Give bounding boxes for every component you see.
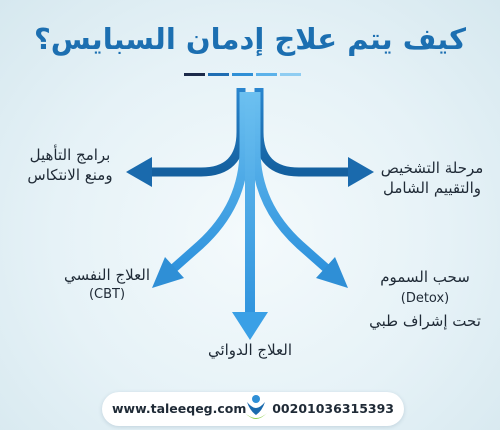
- diagnosis-line2: والتقييم الشامل: [383, 179, 481, 197]
- branch-label-diagnosis: مرحلة التشخيص والتقييم الشامل: [372, 158, 492, 198]
- detox-sub: (Detox): [400, 291, 450, 306]
- psych-line1: العلاج النفسي: [63, 266, 151, 284]
- website-link[interactable]: www.taleeqeg.com: [112, 401, 247, 416]
- arrow-to-psych: [152, 92, 249, 288]
- underline-segment: [208, 73, 229, 76]
- phone-number[interactable]: 00201036315393: [272, 401, 394, 416]
- underline-segment: [184, 73, 205, 76]
- rehab-line1: برامج التأهيل: [29, 146, 111, 164]
- underline-segment: [256, 73, 277, 76]
- title-underline: [184, 73, 301, 76]
- footer-contact-bar: www.taleeqeg.com 00201036315393: [102, 392, 404, 426]
- taleeq-logo-icon: [245, 395, 267, 419]
- branch-label-psych: العلاج النفسي (CBT): [42, 265, 172, 305]
- drug-line1: العلاج الدوائي: [207, 341, 293, 359]
- underline-segment: [232, 73, 253, 76]
- arrow-to-drug: [232, 92, 268, 340]
- arrow-to-detox: [251, 92, 348, 288]
- branch-label-rehab: برامج التأهيل ومنع الانتكاس: [8, 145, 132, 185]
- diagnosis-line1: مرحلة التشخيص: [380, 159, 484, 177]
- rehab-line2: ومنع الانتكاس: [27, 166, 113, 184]
- branch-label-detox: سحب السموم (Detox) تحت إشراف طبي: [356, 266, 494, 332]
- arrow-to-rehab: [126, 88, 246, 187]
- page-title: كيف يتم علاج إدمان السبايس؟: [33, 22, 466, 56]
- branch-label-drug: العلاج الدوائي: [180, 340, 320, 360]
- detox-line1: سحب السموم: [380, 268, 470, 286]
- detox-line2: تحت إشراف طبي: [369, 312, 481, 330]
- underline-segment: [280, 73, 301, 76]
- psych-sub: (CBT): [88, 287, 126, 302]
- arrow-to-diagnosis: [254, 88, 374, 187]
